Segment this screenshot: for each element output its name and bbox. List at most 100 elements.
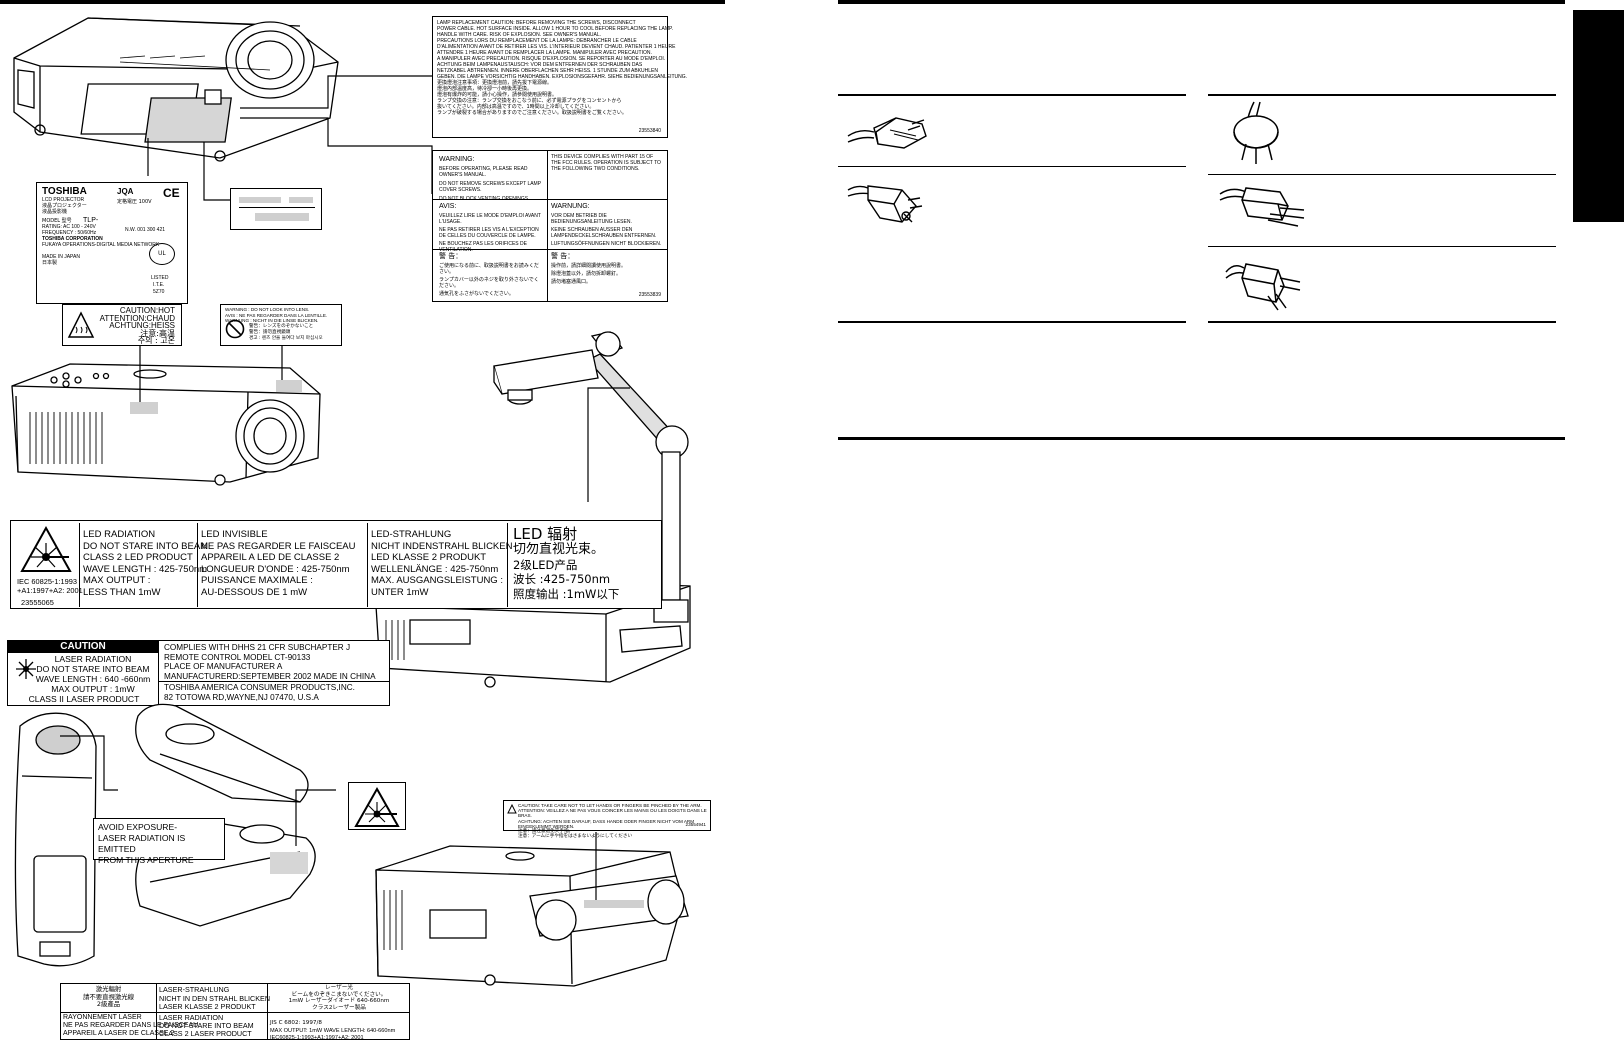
jinggao-item: 除燈泡蓋以外，請勿拆卸螺釘。 [551,271,622,277]
rating-model-value: TLP- [83,217,99,224]
kokoku-title: 警 告： [439,252,463,260]
led-line: NICHT INDENSTRAHL BLICKEN [371,540,513,552]
kokoku-item: 通気孔をふさがないでください。 [439,291,514,297]
laser-bottom-line: LASER-STRAHLUNG [159,985,230,994]
laser-bottom-line: DO NOT STARE INTO BEAM [159,1021,254,1030]
laser-caution-title: CAUTION [8,641,158,653]
australia-plug-icon [1233,101,1279,164]
lens-warning-line: WARNING : DO NOT LOOK INTO LENS. [225,307,310,312]
led-cn-line: 照度输出 :1mW以下 [513,586,620,601]
laser-bottom-line: RAYONNEMENT LASER [63,1014,142,1021]
rating-made-in: MADE IN JAPAN [42,254,80,260]
lamp-caution-line: D'ALIMENTATION AVANT DE RETIRER LES VIS.… [437,44,676,50]
led-line: UNTER 1mW [371,586,429,598]
led-line: WELLENLÄNGE : 425-750nm [371,563,499,575]
avis-item: NE PAS RETIRER LES VIS A L'EXCEPTION DE … [439,227,539,239]
laser-multilingual-label: 激光輻射 請不要直視激光線 2級產品 LASER-STRAHLUNG NICHT… [60,983,410,1041]
led-iec2: +A1:1997+A2: 2001 [17,586,83,595]
rating-voltage-jp: 定格電圧 100V [117,199,152,205]
warning-item: DO NOT BLOCK VENTING OPENINGS. [439,196,530,202]
lamp-caution-line: POWER CABLE. HOT SURFACE INSIDE. ALLOW 1… [437,26,674,32]
warning-label-code: 23553839 [638,292,661,298]
laser-bottom-line: LASER RADIATION [159,1013,224,1022]
heat-caution-line: ACHTUNG:HEISS [109,321,175,330]
laser-starburst-icon [16,659,36,679]
document-camera-folded-illustration [375,832,689,987]
lamp-caution-line: PRECAUTIONS LORS DU REMPLACEMENT DE LA L… [437,38,637,44]
avoid-exposure-label: AVOID EXPOSURE- LASER RADIATION IS EMITT… [93,818,225,865]
laser-bottom-line: IEC60825-1:1993+A1:1997+A2: 2001 [270,1035,364,1041]
rating-brand: TOSHIBA [42,186,87,197]
led-iec: IEC 60825-1:1993 [17,577,77,586]
laser-bottom-line: NICHT IN DEN STRAHL BLICKEN [159,993,271,1003]
laser-triangle-label [348,782,406,830]
kokoku-item: ご使用になる前に、取扱説明書をお読みください。 [439,263,539,275]
avoid-exposure-line: LASER RADIATION IS EMITTED [98,833,186,854]
avis-item: VEUILLEZ LIRE LE MODE D'EMPLOI AVANT L'U… [439,213,541,225]
china-plug-icon [1225,263,1301,311]
lamp-caution-line: ACHTUNG BEIM LAMPENAUSTAUSCH: VOR DEM EN… [437,62,643,68]
avoid-exposure-line: FROM THIS APERTURE [98,855,194,865]
rating-frequency: FREQUENCY : 50/60Hz [42,230,97,236]
avoid-exposure-line: AVOID EXPOSURE- [98,822,178,832]
rating-plate-label: TOSHIBA JQA CE LCD PROJECTOR 液晶プロジェクター 液… [36,182,188,304]
lamp-caution-line: 燈泡內部溫度高，待冷卻一小時後再更換。 [437,86,533,92]
rating-product-jp: 液晶プロジェクター [42,203,87,209]
swiss-plug-icon [1219,187,1305,227]
led-line: MAX OUTPUT : [83,575,151,586]
laser-caution-label: CAUTION LASER RADIATION DO NOT STARE INT… [7,640,390,706]
plug-table-right-top [1208,94,1556,96]
jqa-mark: JQA [117,187,134,196]
led-line: NE PAS REGARDER LE FAISCEAU [201,540,356,552]
led-label-code: 23555065 [21,598,54,607]
heat-caution-line: ATTENTION:CHAUD [99,313,175,323]
laser-caution-line: DO NOT STARE INTO BEAM [36,664,150,674]
heat-caution-line: CAUTION:HOT [119,306,175,315]
laser-bottom-line: ビームをのぞきこまないでください。 [291,991,387,998]
plug-table-left-top [838,94,1186,96]
lens-warning-label: WARNING : DO NOT LOOK INTO LENS. AVIS : … [220,304,342,346]
laser-warning-icon [20,525,72,572]
laser-bottom-line: NE PAS REGARDER DANS LE FAISCEAU [63,1022,199,1029]
laser-compliance-line: REMOTE CONTROL MODEL CT-90133 [164,652,311,662]
lens-warning-line: AVIS : NE PAS REGARDER DANS LA LENTILLE. [225,312,328,318]
laser-caution-line: LASER RADIATION [54,654,132,664]
rating-ops: FUKAYA OPERATIONS-DIGITAL MEDIA NETWORK [42,242,160,248]
rating-ite: I.T.E. [153,282,165,288]
led-radiation-label: IEC 60825-1:1993 +A1:1997+A2: 2001 23555… [10,520,662,609]
laser-warning-icon [354,786,400,827]
hot-surface-icon [67,311,95,338]
serial-line [239,207,315,208]
serial-bar [289,197,313,203]
lamp-caution-line: A MANIPULER AVEC PRECAUTION. RISQUE D'EX… [437,56,666,62]
rating-corp: TOSHIBA CORPORATION [42,236,103,242]
laser-bottom-line: 1mW レーザーダイオード 640-660nm [288,998,390,1005]
laser-address-line: TOSHIBA AMERICA CONSUMER PRODUCTS,INC. [164,683,355,692]
warning-triangle-icon [507,803,517,814]
led-line: LONGUEUR D'ONDE : 425-750nm [201,563,350,575]
lamp-caution-code: 23553840 [638,128,661,134]
laser-bottom-line: LASER KLASSE 2 PRODUKT [159,1002,256,1011]
heat-caution-line: 주의 : 고온 [137,336,175,345]
no-look-icon [225,319,245,339]
led-line: LED-STRAHLUNG [371,529,452,540]
arm-caution-line: 注意：請注意避免夾手指。 [518,829,574,835]
lens-warning-line: 警告：レンズをのぞかないこと [249,324,314,329]
fcc-text: THIS DEVICE COMPLIES WITH PART 15 OF THE… [551,154,661,172]
lamp-caution-line: LAMP REPLACEMENT CAUTION: BEFORE REMOVIN… [437,20,636,26]
lamp-caution-line: ATTENDRE 1 HEURE AVANT DE REMPLACER LA L… [437,50,652,56]
europe-plug-icon [847,117,927,149]
projector-underside-illustration [13,17,433,201]
avis-item: NE BOUCHEZ PAS LES ORIFICES DE VENTILATI… [439,241,527,253]
rating-nl-code: N.W. 001 300 421 [125,227,166,233]
led-line: LESS THAN 1mW [83,586,161,598]
led-cn-line: 2级LED产品 [513,557,578,572]
warning-item: BEFORE OPERATING, PLEASE READ OWNER'S MA… [439,166,528,178]
kokoku-item: ランプカバー以外のネジを取り外さないでください。 [439,277,539,289]
lens-warning-line: 경고 : 렌즈 안을 들여다 보지 마십시오 [249,336,323,341]
laser-compliance-line: COMPLIES WITH DHHS 21 CFR SUBCHAPTER J [164,643,351,652]
section-rule-right [838,437,1565,440]
arm-caution-line: 注意：アームに手や指をはさまないようにしてください [518,834,633,840]
avis-title: AVIS: [439,203,457,210]
led-line: DO NOT STARE INTO BEAM [83,540,209,552]
